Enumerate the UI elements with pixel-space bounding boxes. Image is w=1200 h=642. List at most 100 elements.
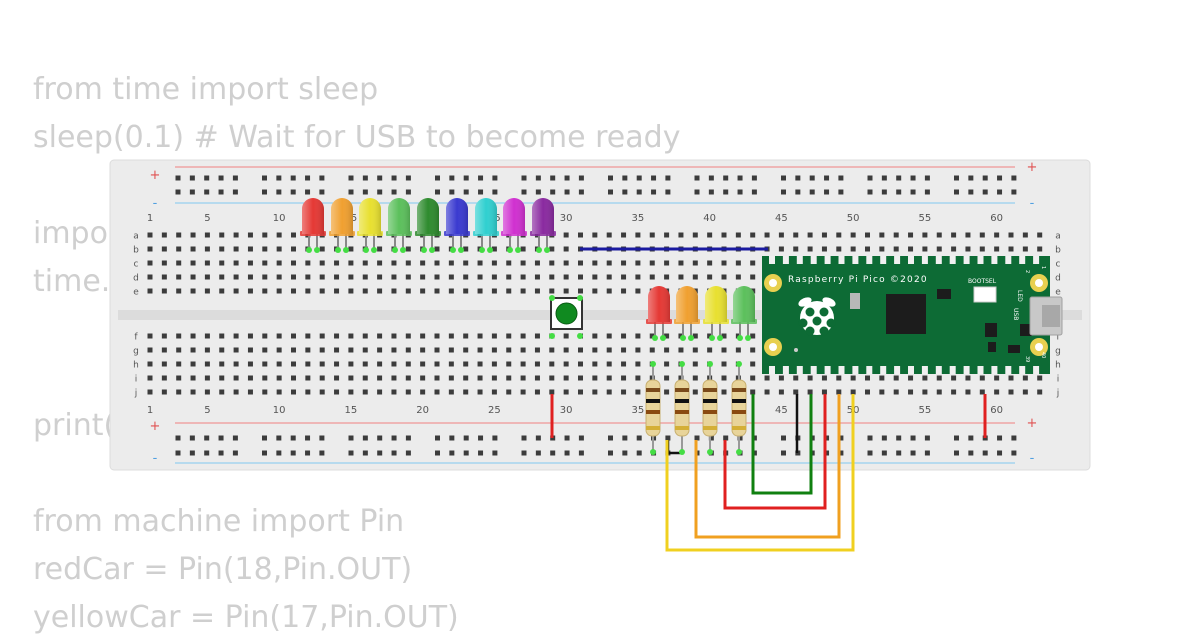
- breadboard-hole: [965, 246, 971, 252]
- breadboard-hole: [979, 389, 985, 395]
- column-number: 30: [560, 405, 573, 416]
- breadboard-hole: [850, 232, 856, 238]
- breadboard-hole: [592, 260, 598, 266]
- breadboard-hole: [778, 232, 784, 238]
- rail-hole: [694, 175, 700, 181]
- rail-hole: [665, 435, 671, 441]
- pico-pin-top: [991, 256, 998, 264]
- breadboard-hole: [161, 232, 167, 238]
- breadboard-hole: [506, 288, 512, 294]
- pico-pin-bottom: [963, 366, 970, 374]
- breadboard-hole: [578, 375, 583, 381]
- row-letter: j: [1056, 389, 1060, 399]
- breadboard-hole: [276, 333, 282, 339]
- breadboard-hole: [664, 274, 670, 280]
- breadboard-hole: [377, 274, 383, 280]
- rail-hole: [550, 189, 556, 195]
- led-pin: [536, 247, 542, 253]
- rail-hole: [564, 175, 570, 181]
- resistor-band: [732, 426, 746, 430]
- breadboard-hole: [606, 274, 612, 280]
- push-button[interactable]: [550, 297, 583, 330]
- rail-hole: [622, 189, 628, 195]
- breadboard-hole: [951, 246, 957, 252]
- led-pin: [660, 335, 666, 341]
- rail-hole: [1011, 175, 1017, 181]
- breadboard-hole: [463, 246, 469, 252]
- breadboard-hole: [405, 288, 411, 294]
- breadboard-hole: [793, 375, 799, 381]
- breadboard-hole: [176, 260, 182, 266]
- breadboard-hole: [434, 347, 440, 353]
- breadboard-hole: [262, 288, 268, 294]
- breadboard-hole: [247, 375, 253, 381]
- row-letter: b: [133, 246, 139, 256]
- breadboard-hole: [305, 361, 311, 367]
- breadboard-hole: [391, 274, 397, 280]
- rail-hole: [867, 450, 873, 456]
- breadboard-hole: [233, 260, 239, 266]
- rail-hole: [708, 189, 714, 195]
- resistor-body: [645, 379, 661, 437]
- row-letter: c: [1056, 260, 1061, 270]
- breadboard-hole: [549, 375, 555, 381]
- wires: [550, 247, 987, 552]
- breadboard-hole: [334, 347, 340, 353]
- led-shine: [705, 286, 727, 322]
- breadboard-hole: [477, 260, 483, 266]
- led-pin: [652, 335, 658, 341]
- breadboard-hole: [362, 288, 368, 294]
- breadboard-hole: [506, 389, 512, 395]
- breadboard-hole: [420, 375, 426, 381]
- breadboard-hole: [922, 246, 928, 252]
- breadboard-hole: [176, 288, 182, 294]
- breadboard-hole: [477, 389, 483, 395]
- breadboard-hole: [592, 288, 598, 294]
- breadboard-hole: [965, 389, 971, 395]
- breadboard-hole: [147, 232, 153, 238]
- breadboard-hole: [721, 361, 727, 367]
- led-shine: [302, 198, 324, 234]
- rail-hole: [478, 435, 484, 441]
- rail-hole: [463, 175, 469, 181]
- pico-pin-top: [908, 256, 914, 264]
- breadboard-hole: [405, 260, 411, 266]
- led-shine: [648, 286, 670, 322]
- rail-hole: [608, 175, 613, 181]
- rail-hole: [405, 435, 411, 441]
- breadboard-hole: [491, 361, 497, 367]
- led-pin: [392, 247, 398, 253]
- breadboard-hole: [291, 288, 296, 294]
- breadboard-hole: [391, 333, 397, 339]
- rail-hole: [362, 175, 368, 181]
- pico-pin-top: [796, 256, 803, 264]
- breadboard-hole: [1022, 375, 1028, 381]
- breadboard-hole: [592, 375, 598, 381]
- breadboard-hole: [491, 375, 497, 381]
- pico-pin-number: 2: [1024, 270, 1030, 273]
- breadboard-hole: [936, 389, 942, 395]
- breadboard-hole: [836, 375, 842, 381]
- rail-hole: [521, 435, 527, 441]
- breadboard-hole: [190, 361, 196, 367]
- breadboard-hole: [291, 274, 296, 280]
- bootsel-button[interactable]: [973, 286, 997, 303]
- led-shine: [417, 198, 439, 234]
- rail-hole: [578, 450, 584, 456]
- push-button-cap[interactable]: [555, 302, 578, 325]
- pico-pin-bottom: [894, 366, 901, 374]
- breadboard-hole: [750, 389, 756, 395]
- breadboard-hole: [391, 389, 397, 395]
- breadboard-hole: [520, 274, 526, 280]
- breadboard-hole: [204, 347, 210, 353]
- rail-hole: [1011, 189, 1017, 195]
- rail-hole: [521, 175, 527, 181]
- pico-pin-top: [894, 256, 901, 264]
- pico-diode: [988, 342, 996, 352]
- breadboard-hole: [549, 246, 555, 252]
- rail-hole: [867, 189, 873, 195]
- breadboard-hole: [348, 361, 354, 367]
- breadboard-hole: [161, 288, 167, 294]
